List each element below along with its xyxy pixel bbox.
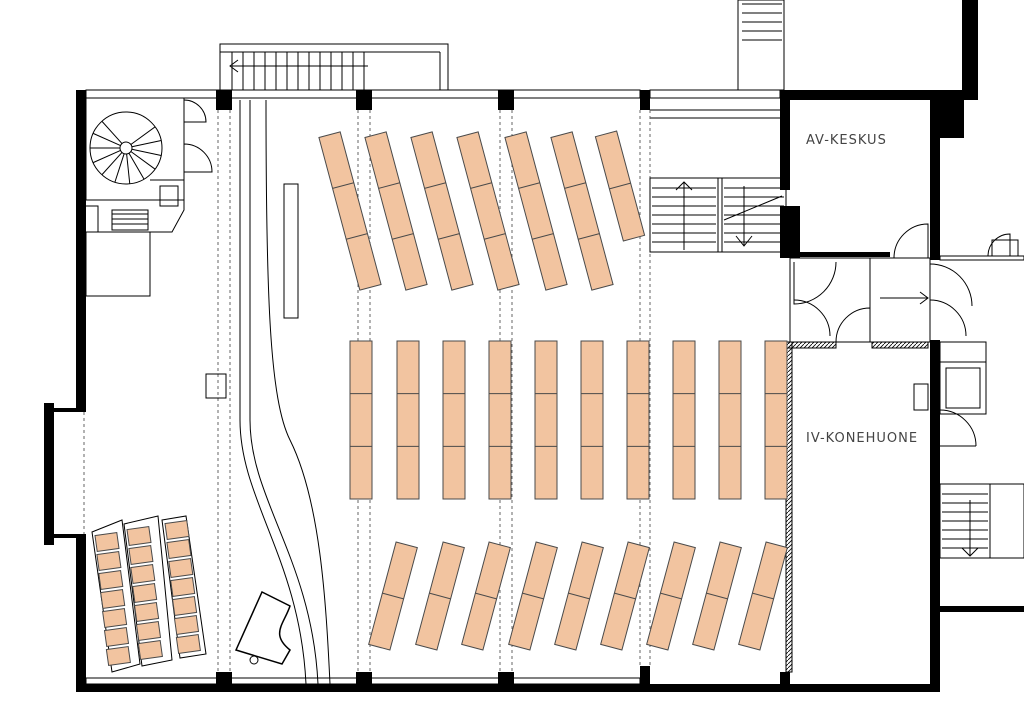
bench-8 [396,340,420,500]
choir-seats [91,515,207,673]
room-label-av: AV-KESKUS [806,133,887,148]
curved-ramp [205,99,331,685]
bench-12 [580,340,604,500]
bench-17 [368,541,418,651]
bench-5 [550,131,614,291]
bench-7 [349,340,373,500]
bench-10 [488,340,512,500]
bench-0 [318,131,382,291]
choir-seat-1-2 [130,563,156,585]
choir-seat-0-6 [105,645,131,667]
choir-seat-2-1 [166,538,192,560]
choir-seat-2-6 [175,633,201,655]
choir-seat-0-2 [98,569,124,591]
bench-18 [415,541,465,651]
iv-room-walls [785,341,987,673]
choir-seat-1-0 [126,525,152,547]
bench-11 [534,340,558,500]
spiral-staircase-icon [85,97,213,297]
door-swing-icon [789,223,1024,447]
bench-16 [764,340,788,500]
bench-9 [442,340,466,500]
choir-seat-0-5 [103,626,130,648]
window-bands [85,89,786,685]
choir-seat-2-5 [173,614,200,636]
bench-15 [718,340,742,500]
piano-icon [234,590,291,665]
room-label-iv: IV-KONEHUONE [806,431,918,446]
choir-seat-0-1 [96,550,122,572]
bench-14 [672,340,696,500]
upper-right-stair-icon [737,0,785,91]
audience-benches [318,130,788,651]
columns [216,90,790,692]
bench-2 [410,131,474,291]
bench-25 [738,541,788,651]
bench-4 [504,131,568,291]
bench-23 [646,541,696,651]
choir-seat-2-4 [172,595,198,617]
choir-seat-2-2 [168,557,194,579]
choir-seat-2-0 [164,519,190,541]
bench-20 [508,541,558,651]
bench-22 [600,541,650,651]
choir-seat-1-6 [137,639,163,661]
choir-seat-1-5 [135,620,162,642]
choir-seat-1-3 [132,582,158,604]
bench-6 [594,130,646,242]
top-entrance-stair-icon [219,43,449,91]
bench-24 [692,541,742,651]
choir-seat-1-4 [134,601,160,623]
choir-seat-0-0 [94,531,120,553]
bench-21 [554,541,604,651]
bench-13 [626,340,650,500]
bench-19 [461,541,511,651]
main-stair-icon [649,177,787,253]
choir-seat-1-1 [128,544,154,566]
choir-seat-2-3 [170,576,196,598]
lower-right-stair-icon [939,483,1024,559]
bench-1 [364,131,428,291]
bench-3 [456,131,520,291]
choir-seat-0-3 [100,588,126,610]
choir-seat-0-4 [102,607,128,629]
